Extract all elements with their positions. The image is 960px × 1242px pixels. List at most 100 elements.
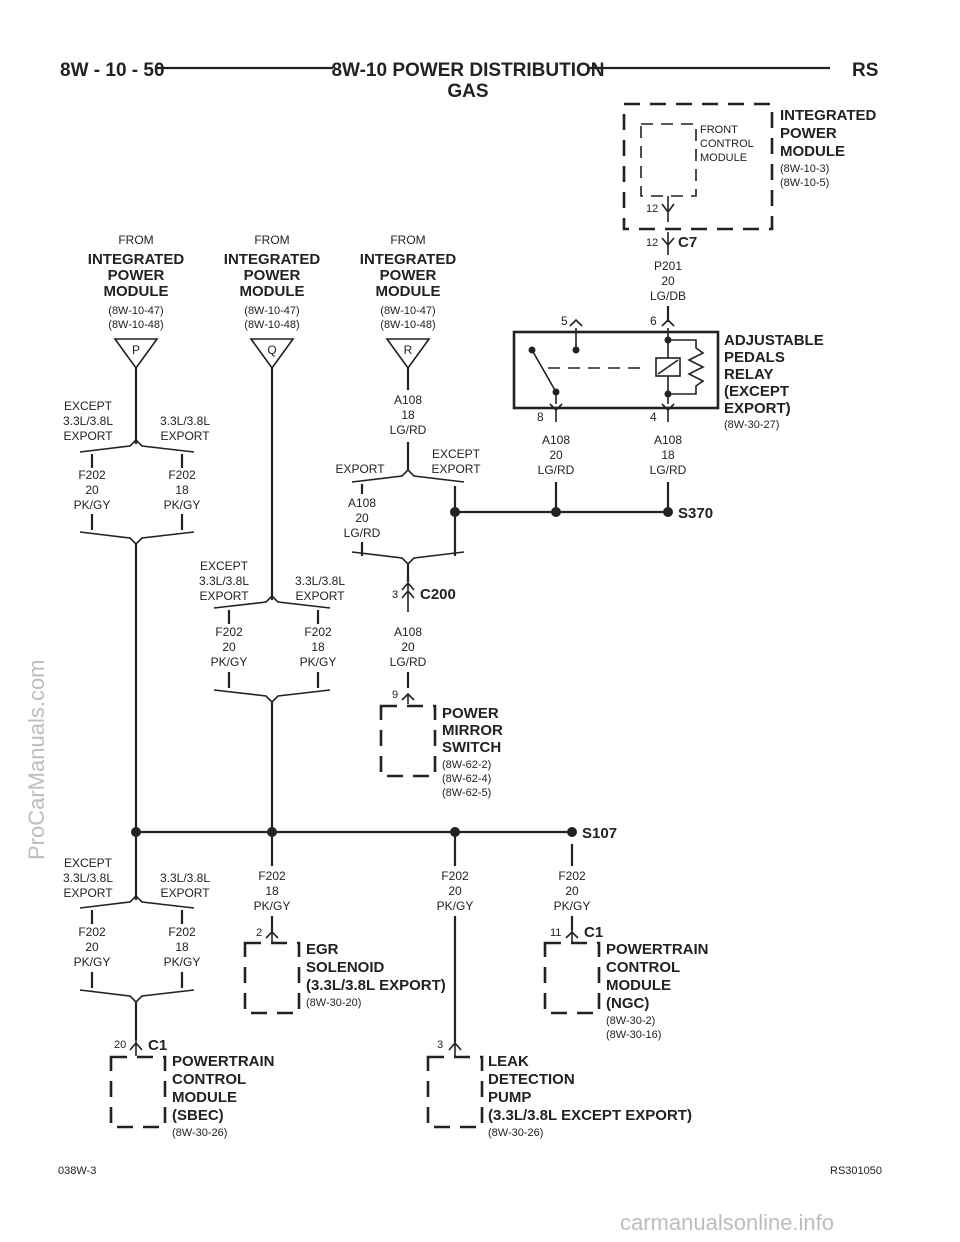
q-split-except-3: EXPORT xyxy=(199,589,249,603)
low-split-except-3: EXPORT xyxy=(63,886,113,900)
fcm-label-3: MODULE xyxy=(700,152,747,164)
c200-wire-gauge: 20 xyxy=(401,640,415,654)
ipm-title-3: MODULE xyxy=(780,143,845,160)
relay-pin-6-symbol xyxy=(661,318,675,327)
relay-box xyxy=(512,330,720,410)
ngc-ref-1: (8W-30-2) xyxy=(606,1015,655,1027)
mirror-pin-symbol xyxy=(401,692,415,704)
c200-symbol xyxy=(401,581,415,612)
c200-connector: C200 xyxy=(420,586,456,603)
q-split-bracket xyxy=(213,594,331,609)
relay-title-1: ADJUSTABLE xyxy=(724,332,824,349)
egr-title-2: SOLENOID xyxy=(306,959,385,976)
relay-switch-blade xyxy=(531,349,557,393)
ngc-title-2: CONTROL xyxy=(606,959,680,976)
ngc-title-4: (NGC) xyxy=(606,995,649,1012)
r-split-bracket xyxy=(351,468,465,483)
source-q-triangle xyxy=(249,338,295,370)
bottom-watermark: carmanualsonline.info xyxy=(620,1210,834,1235)
relay-4-wire-color: LG/RD xyxy=(650,463,687,477)
ipm-title-1: INTEGRATED xyxy=(780,107,877,124)
ngc-title-3: MODULE xyxy=(606,977,671,994)
p201-wire-id: P201 xyxy=(654,259,682,273)
q-split-except-2: 3.3L/3.8L xyxy=(199,574,249,588)
low-split-bracket xyxy=(79,894,195,909)
ipm-box xyxy=(622,102,774,231)
mirror-ref-2: (8W-62-4) xyxy=(442,773,491,785)
low-split-except-1: EXCEPT xyxy=(64,856,113,870)
relay-pin-4-symbol xyxy=(661,403,675,422)
q-split-other-2: EXPORT xyxy=(295,589,345,603)
p-f202-18-gauge: 18 xyxy=(175,483,189,497)
source-p-ref-1: (8W-10-47) xyxy=(108,305,163,317)
low-f202-18-gauge: 18 xyxy=(175,940,189,954)
c200-wire-id: A108 xyxy=(394,625,422,639)
relay-pin-5-symbol xyxy=(569,318,583,327)
ldp-title-2: DETECTION xyxy=(488,1071,575,1088)
header-subtitle: GAS xyxy=(447,81,488,102)
p201-wire-color: LG/DB xyxy=(650,289,686,303)
q-f202-18-gauge: 18 xyxy=(311,640,325,654)
ldp-title-3: PUMP xyxy=(488,1089,531,1106)
low-merge-bracket xyxy=(79,989,195,1004)
ngc-wire-id: F202 xyxy=(558,869,586,883)
egr-pin: 2 xyxy=(256,927,262,939)
sbec-title-3: MODULE xyxy=(172,1089,237,1106)
r-merge-bracket xyxy=(351,551,465,566)
p-f202-20-gauge: 20 xyxy=(85,483,99,497)
relay-coil-mark xyxy=(657,359,679,375)
source-q-title-3: MODULE xyxy=(240,283,305,300)
ngc-pin-symbol xyxy=(565,930,579,942)
source-q-ref-1: (8W-10-47) xyxy=(244,305,299,317)
header-title: 8W-10 POWER DISTRIBUTION xyxy=(331,60,604,81)
fcm-box xyxy=(640,123,697,197)
egr-wire-color: PK/GY xyxy=(254,899,291,913)
ldp-ref: (8W-30-26) xyxy=(488,1127,543,1139)
q-f202-20-id: F202 xyxy=(215,625,243,639)
r-split-except-2: EXPORT xyxy=(431,462,481,476)
s370-node-right xyxy=(663,507,673,517)
ldp-wire-color: PK/GY xyxy=(437,899,474,913)
ldp-wire-id: F202 xyxy=(441,869,469,883)
source-r-triangle xyxy=(385,338,431,370)
sbec-ref: (8W-30-26) xyxy=(172,1127,227,1139)
side-watermark: ProCarManuals.com xyxy=(24,659,49,860)
q-merge-bracket xyxy=(213,689,331,704)
p-f202-20-color: PK/GY xyxy=(74,498,111,512)
ngc-wire-color: PK/GY xyxy=(554,899,591,913)
relay-pin-8: 8 xyxy=(537,410,544,424)
ldp-pin: 3 xyxy=(437,1039,443,1051)
relay-8-wire-gauge: 20 xyxy=(549,448,563,462)
low-f202-20-color: PK/GY xyxy=(74,955,111,969)
p-split-except-1: EXCEPT xyxy=(64,399,113,413)
r-split-export: EXPORT xyxy=(335,462,385,476)
relay-4-wire-id: A108 xyxy=(654,433,682,447)
source-r-title-1: INTEGRATED xyxy=(360,251,457,268)
relay-pin-8-symbol xyxy=(549,403,563,422)
p-split-except-3: EXPORT xyxy=(63,429,113,443)
relay-pin-5: 5 xyxy=(561,314,568,328)
egr-box xyxy=(243,941,301,1015)
q-f202-20-gauge: 20 xyxy=(222,640,236,654)
relay-pin-4: 4 xyxy=(650,410,657,424)
p-split-other-2: EXPORT xyxy=(160,429,210,443)
footer-figure-id: 038W-3 xyxy=(58,1165,96,1177)
low-f202-20-gauge: 20 xyxy=(85,940,99,954)
relay-title-2: PEDALS xyxy=(724,349,785,366)
mirror-ref-1: (8W-62-2) xyxy=(442,759,491,771)
p-merge-bracket xyxy=(79,531,195,546)
fcm-label-1: FRONT xyxy=(700,124,738,136)
egr-wire-gauge: 18 xyxy=(265,884,279,898)
p-f202-20-id: F202 xyxy=(78,468,106,482)
low-split-other-2: EXPORT xyxy=(160,886,210,900)
s107-label: S107 xyxy=(582,825,617,842)
r-left-wire-gauge: 20 xyxy=(355,511,369,525)
q-f202-20-color: PK/GY xyxy=(211,655,248,669)
egr-wire-id: F202 xyxy=(258,869,286,883)
low-split-except-2: 3.3L/3.8L xyxy=(63,871,113,885)
relay-4-wire-gauge: 18 xyxy=(661,448,675,462)
sbec-connector: C1 xyxy=(148,1037,167,1054)
q-split-except-1: EXCEPT xyxy=(200,559,249,573)
q-split-other-1: 3.3L/3.8L xyxy=(295,574,345,588)
s370-label: S370 xyxy=(678,505,713,522)
